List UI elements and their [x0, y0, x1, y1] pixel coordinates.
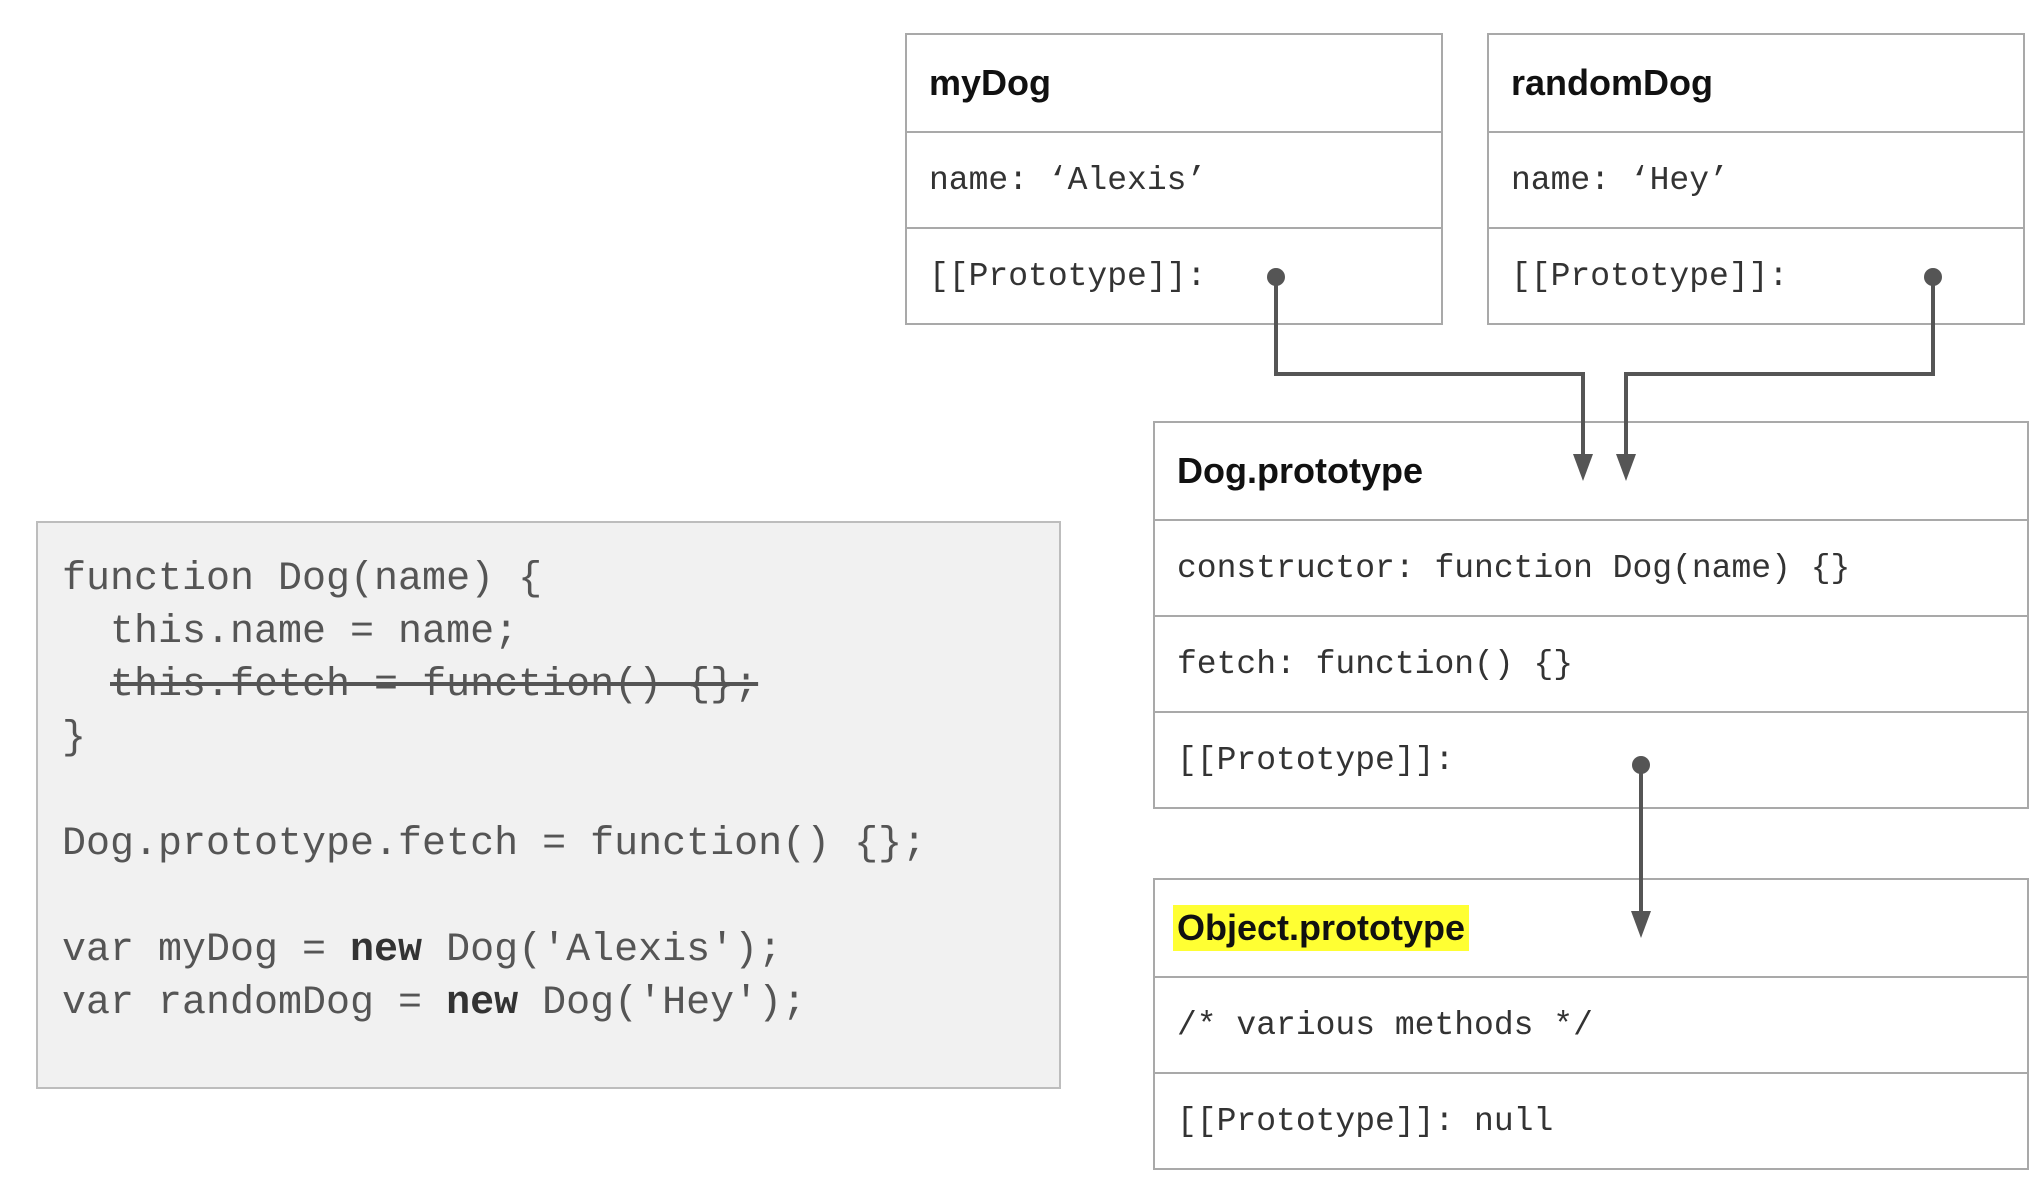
randomdog-prototype-dot — [1924, 268, 1942, 286]
dog-prototype-constructor: constructor: function Dog(name) {} — [1155, 519, 2027, 615]
code-line-7-start: var randomDog = — [62, 981, 447, 1026]
dog-prototype-arrowhead — [1631, 911, 1651, 938]
object-prototype-prototype-null: [[Prototype]]: null — [1155, 1072, 2027, 1168]
randomdog-arrowhead — [1616, 454, 1636, 481]
randomdog-name-property: name: ‘Hey’ — [1489, 131, 2023, 227]
mydog-prototype-property: [[Prototype]]: — [907, 227, 1441, 323]
code-line-7-end: Dog('Hey'); — [518, 981, 807, 1026]
mydog-to-dog-prototype-line — [1274, 277, 1585, 458]
code-line-4: } — [62, 716, 87, 761]
mydog-object-box: myDog name: ‘Alexis’ [[Prototype]]: — [905, 33, 1443, 325]
object-prototype-title-row: Object.prototype — [1155, 880, 2027, 976]
object-prototype-methods: /* various methods */ — [1155, 976, 2027, 1072]
dog-prototype-box: Dog.prototype constructor: function Dog(… — [1153, 421, 2029, 809]
object-prototype-title: Object.prototype — [1173, 905, 1470, 951]
randomdog-title: randomDog — [1511, 62, 1713, 103]
code-block: function Dog(name) { this.name = name; t… — [62, 553, 1059, 1030]
code-line-6-keyword: new — [350, 928, 423, 973]
code-line-2: this.name = name; — [62, 610, 519, 655]
dog-prototype-prototype-property: [[Prototype]]: — [1155, 711, 2027, 807]
mydog-prototype-dot — [1267, 268, 1285, 286]
mydog-arrowhead — [1573, 454, 1593, 481]
randomdog-to-dog-prototype-line — [1624, 277, 1935, 458]
dog-prototype-fetch: fetch: function() {} — [1155, 615, 2027, 711]
code-line-6-end: Dog('Alexis'); — [422, 928, 783, 973]
dog-prototype-prototype-dot — [1632, 756, 1650, 774]
randomdog-prototype-property: [[Prototype]]: — [1489, 227, 2023, 323]
code-line-3-struck: this.fetch = function() {}; — [110, 663, 759, 708]
code-panel: function Dog(name) { this.name = name; t… — [36, 521, 1061, 1089]
code-line-6-start: var myDog = — [62, 928, 351, 973]
code-line-1: function Dog(name) { — [62, 557, 543, 602]
code-line-7-keyword: new — [446, 981, 519, 1026]
mydog-name-property: name: ‘Alexis’ — [907, 131, 1441, 227]
mydog-title: myDog — [929, 62, 1052, 103]
dog-prototype-title: Dog.prototype — [1177, 450, 1423, 491]
object-prototype-box: Object.prototype /* various methods */ [… — [1153, 878, 2029, 1170]
code-line-5: Dog.prototype.fetch = function() {}; — [62, 822, 927, 867]
